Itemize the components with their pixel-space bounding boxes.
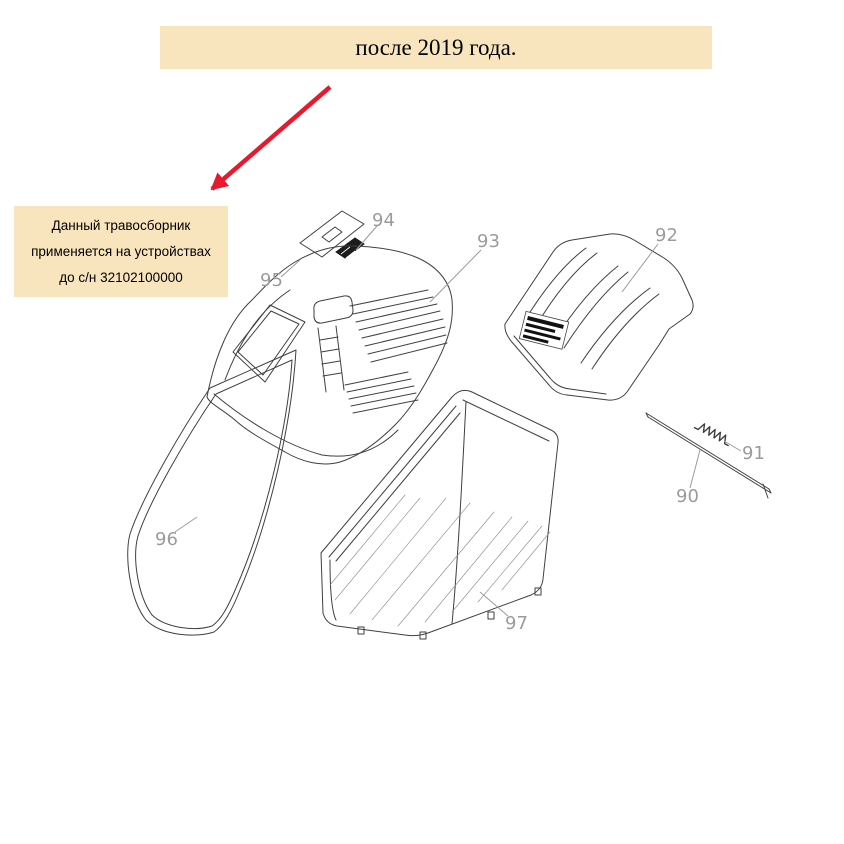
leader-lines [174,225,742,617]
leader-94 [355,225,378,251]
part-label-94: 94 [372,210,395,231]
leader-97 [479,591,509,617]
red-arrow [210,85,332,191]
leader-96 [174,516,198,533]
part-label-95: 95 [260,270,283,291]
banner-text: после 2019 года. [355,34,517,60]
after-2019-banner: после 2019 года. [160,26,712,69]
leader-93 [429,249,482,303]
part-90-rod-drawing [645,412,772,499]
part-label-92: 92 [655,225,678,246]
serial-range-note: Данный травосборник применяется на устро… [14,206,228,297]
note-line-2: применяется на устройствах [31,243,211,259]
part-label-96: 96 [155,529,178,550]
part-label-97: 97 [505,613,528,634]
part-96-bag-frame-drawing [127,349,297,636]
part-97-grass-bag-drawing [320,389,559,640]
part-94-grille-drawing [335,237,365,262]
warning-label [518,310,570,350]
leader-95 [280,259,301,278]
part-label-91: 91 [742,443,765,464]
part-label-90: 90 [676,486,699,507]
note-line-1: Данный травосборник [51,217,191,233]
part-93-top-cover-drawing [206,245,453,465]
note-line-3: до с/н 32102100000 [59,269,183,285]
leader-92 [621,243,659,293]
leader-91 [723,440,742,452]
part-91-spring-drawing [693,423,729,447]
leader-90 [689,449,701,489]
part-label-93: 93 [477,231,500,252]
bag-mesh-hatching [329,494,551,627]
part-92-rear-cover-drawing [504,233,694,401]
